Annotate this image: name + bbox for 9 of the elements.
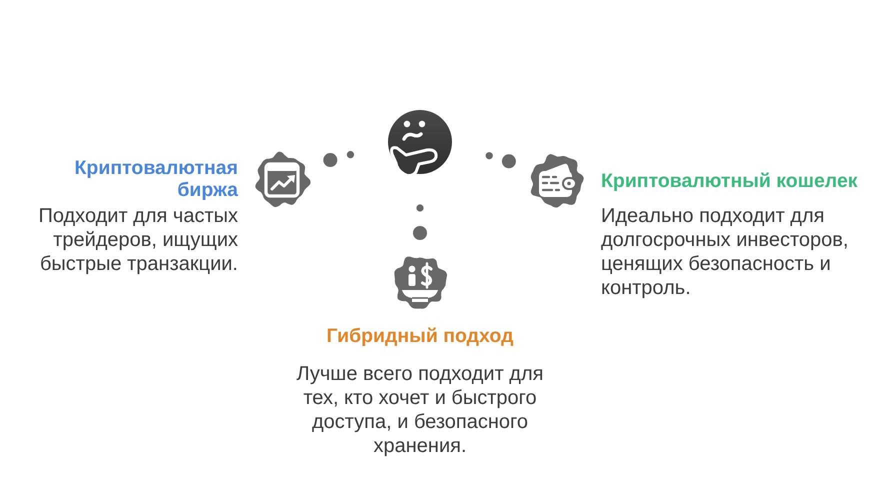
dotted-connector <box>323 151 354 168</box>
option-description: Лучше всего подходит для тех, кто хочет и быстрого доступа, и безопасного хранения. <box>296 362 544 458</box>
option-description: Подходит для частых трейдеров, ищущих быстрые транзакции. <box>37 204 238 276</box>
option-description: Идеально подходит для долгосрочных инвесторов, ценящих безопасность и контроль. <box>601 204 850 300</box>
option-heading: Гибридный подход <box>326 325 514 347</box>
option-heading: Криптовалютная биржа <box>74 157 238 201</box>
dotted-connector <box>413 204 427 240</box>
dotted-connector <box>486 152 516 168</box>
option-heading: Криптовалютный кошелек <box>601 170 859 192</box>
